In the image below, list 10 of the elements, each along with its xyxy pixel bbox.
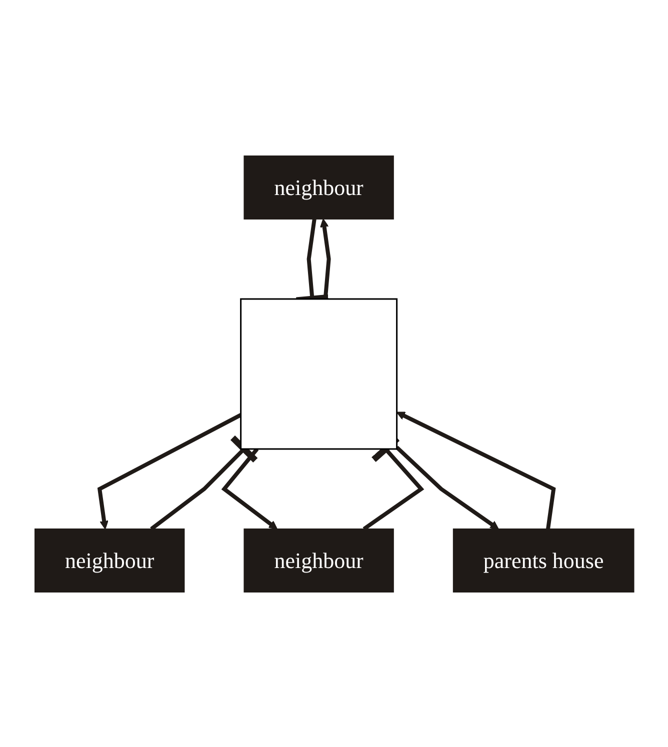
node-box: neighbour [243, 155, 394, 219]
arrow [395, 445, 498, 529]
node-box: parents house [452, 528, 634, 592]
node-box [240, 298, 398, 450]
node-box: neighbour [243, 528, 394, 592]
arrow [396, 411, 556, 529]
node-box: neighbour [34, 528, 184, 592]
connector [150, 434, 258, 530]
arrow [97, 412, 242, 529]
arrow [220, 447, 278, 529]
